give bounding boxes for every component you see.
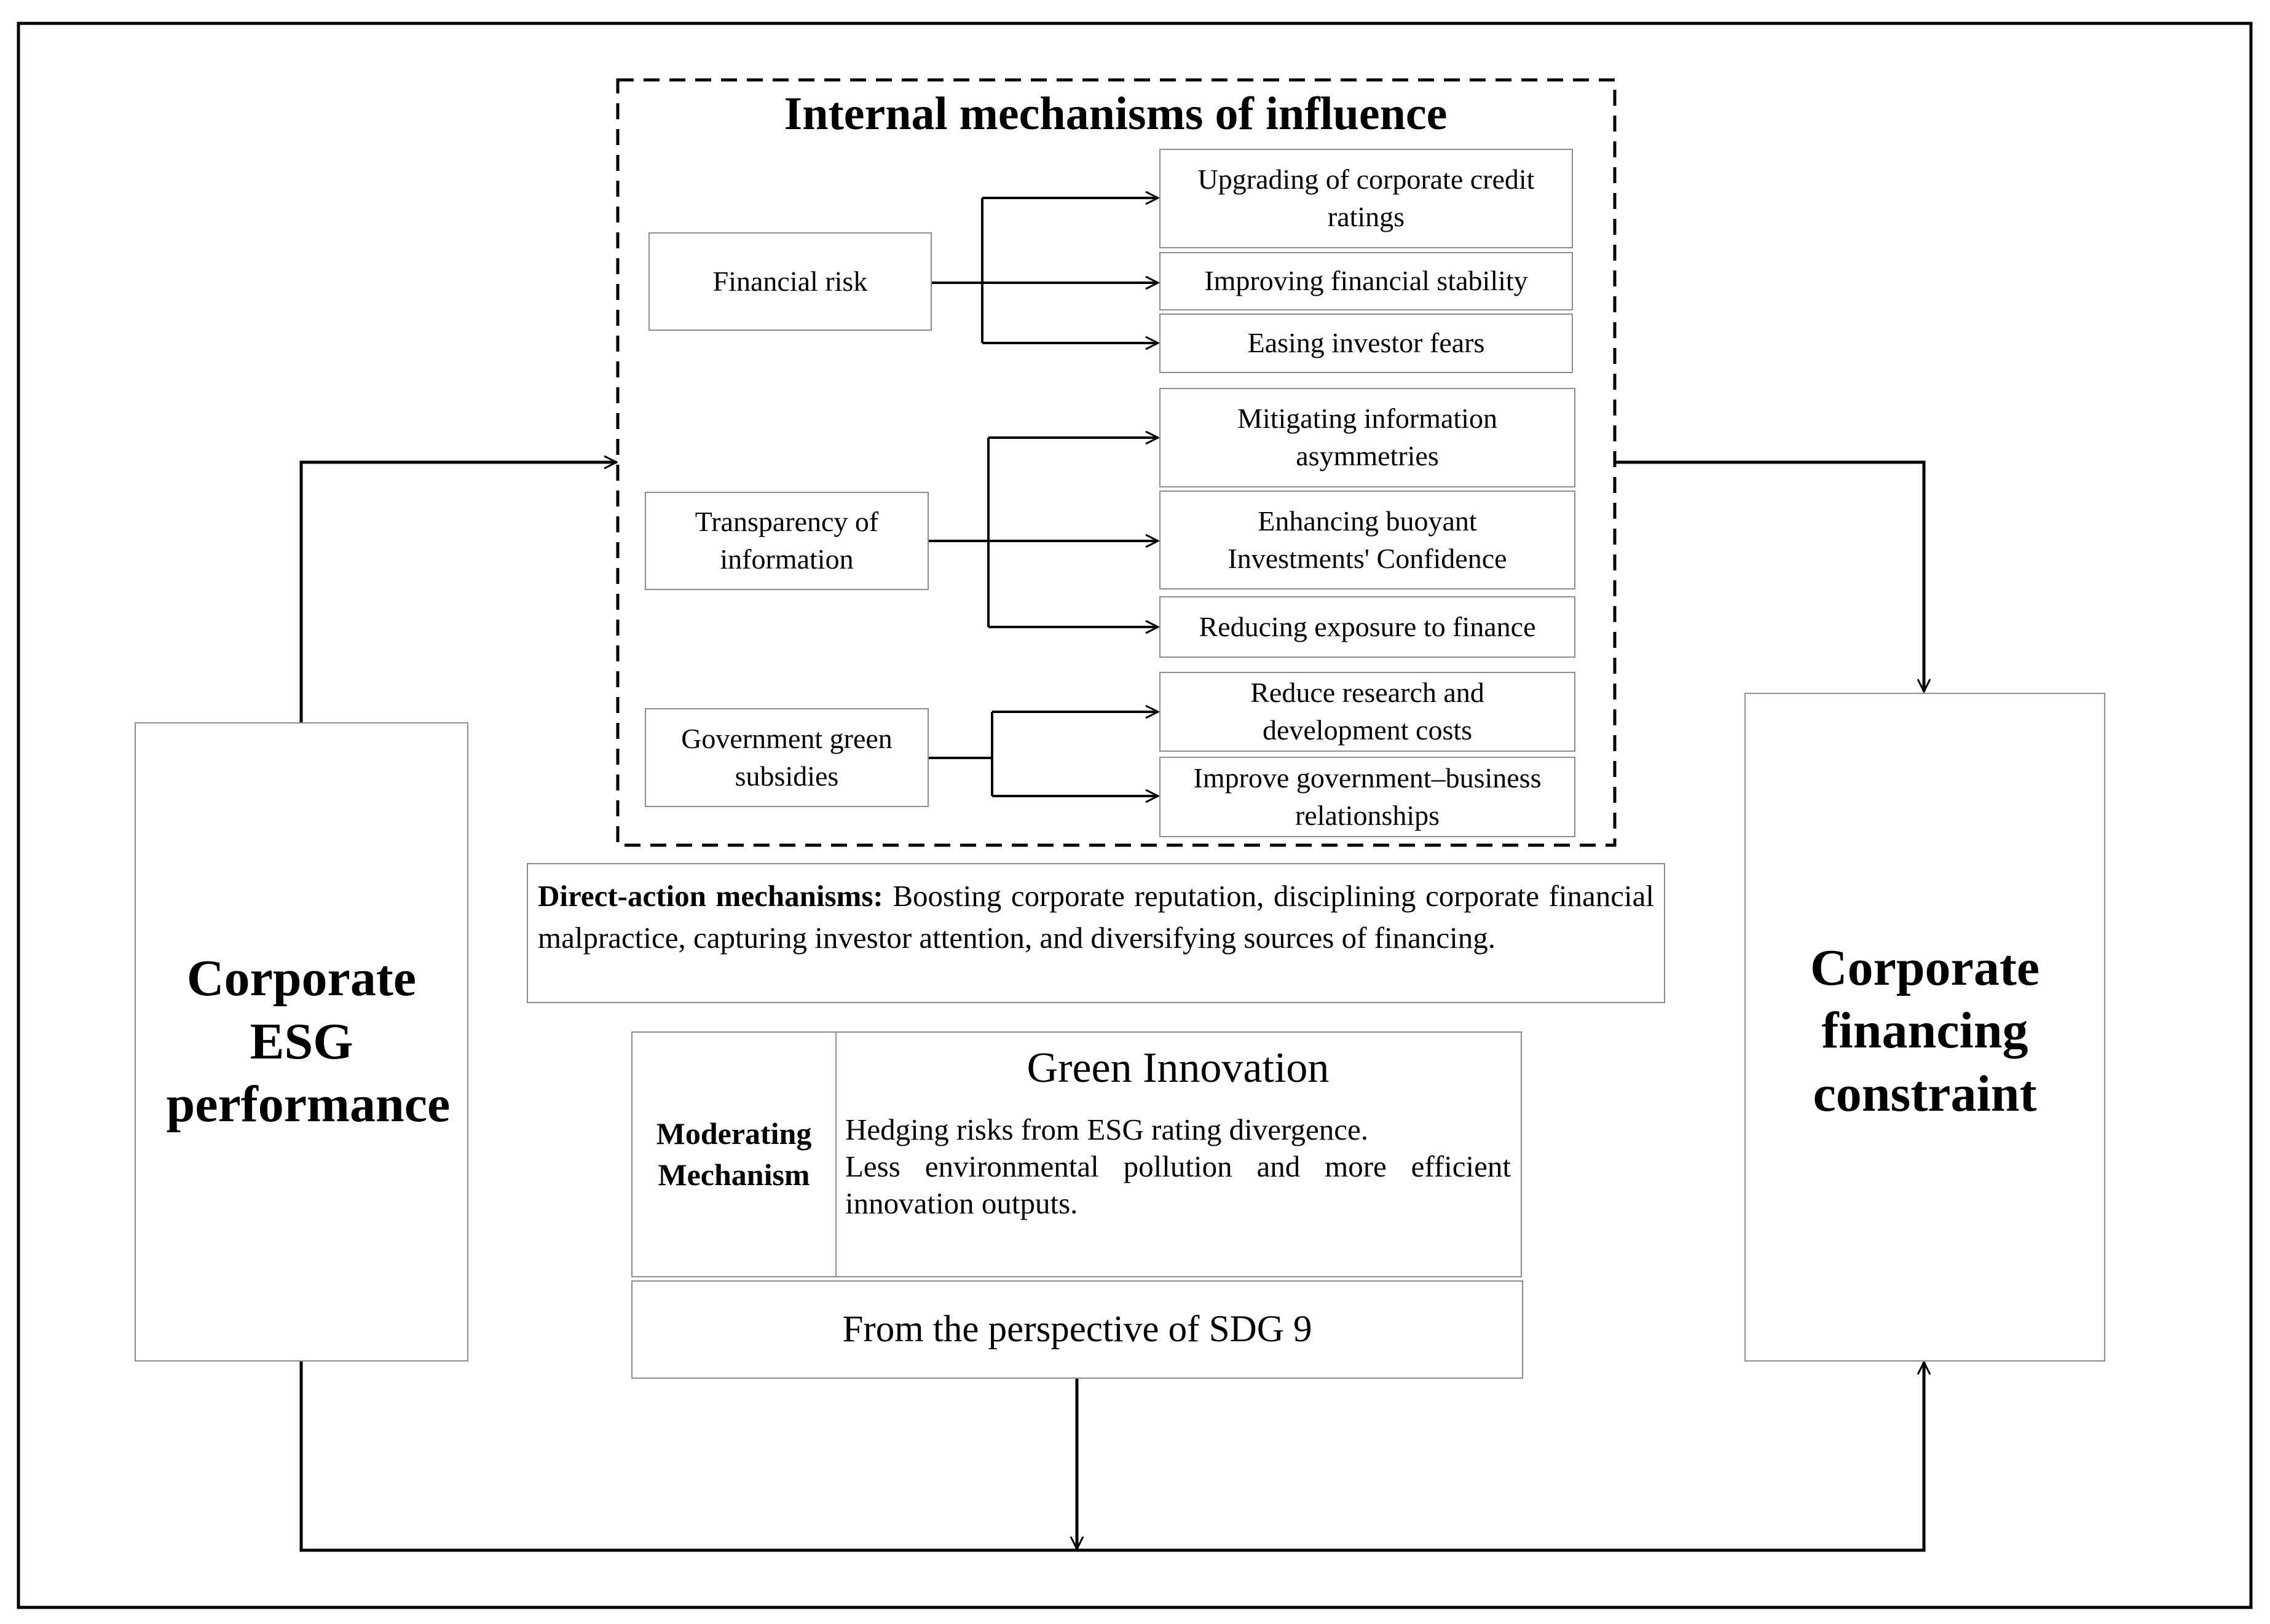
corporate-esg-performance-box: Corporate ESG performance: [135, 722, 468, 1362]
moderating-mechanism-box: Moderating Mechanism Green Innovation He…: [631, 1031, 1522, 1277]
sdg-perspective-box: From the perspective of SDG 9: [631, 1280, 1523, 1379]
outcome-credit-ratings-label: Upgrading of corporate credit ratings: [1197, 164, 1535, 232]
green-innovation-title: Green Innovation: [1027, 1044, 1330, 1092]
moderating-mechanism-label: Moderating Mechanism: [633, 1033, 837, 1276]
mechanisms-to-constraint-arrow: [1615, 460, 1924, 692]
corporate-financing-constraint-box: Corporate financing constraint: [1744, 693, 2105, 1362]
outcome-investor-fears-box: Easing investor fears: [1159, 313, 1573, 373]
financial-risk-label: Financial risk: [712, 265, 868, 297]
sdg-perspective-label: From the perspective of SDG 9: [842, 1309, 1312, 1350]
internal-mechanisms-title: Internal mechanisms of influence: [784, 88, 1448, 140]
outcome-financial-stability-box: Improving financial stability: [1159, 252, 1573, 310]
outcome-exposure-to-finance-box: Reducing exposure to finance: [1159, 596, 1575, 658]
outcome-information-asymmetries-box: Mitigating information asymmetries: [1159, 388, 1575, 487]
outcome-investment-confidence-box: Enhancing buoyant Investments' Confidenc…: [1159, 491, 1575, 589]
outer-frame: [17, 22, 2253, 1609]
subsidies-connectors: [928, 712, 1158, 796]
esg-to-mechanisms-arrow: [299, 462, 617, 722]
outcome-investor-fears-label: Easing investor fears: [1247, 327, 1485, 359]
moderating-mechanism-text: Hedging risks from ESG rating divergence…: [845, 1111, 1511, 1221]
transparency-of-information-label: Transparency of information: [695, 506, 879, 575]
outcome-exposure-to-finance-label: Reducing exposure to finance: [1199, 610, 1536, 642]
direct-action-mechanisms-box: Direct-action mechanisms: Boosting corpo…: [527, 863, 1665, 1003]
outcome-information-asymmetries-label: Mitigating information asymmetries: [1237, 403, 1497, 471]
outcome-investment-confidence-label: Enhancing buoyant Investments' Confidenc…: [1228, 505, 1507, 574]
outcome-government-business-box: Improve government–business relationship…: [1159, 757, 1575, 837]
government-green-subsidies-box: Government green subsidies: [645, 708, 929, 807]
moderating-line-2: Less environmental pollution and more ef…: [845, 1149, 1511, 1220]
moderating-line-1: Hedging risks from ESG rating divergence…: [845, 1113, 1368, 1146]
corporate-esg-performance-label: Corporate ESG performance: [166, 950, 451, 1133]
transparency-connectors: [928, 438, 1158, 627]
outcome-financial-stability-label: Improving financial stability: [1204, 265, 1528, 297]
esg-bottom-path: [299, 1360, 1924, 1552]
financial-risk-box: Financial risk: [648, 232, 932, 331]
outcome-government-business-label: Improve government–business relationship…: [1193, 762, 1542, 831]
outcome-credit-ratings-box: Upgrading of corporate credit ratings: [1159, 149, 1573, 248]
outcome-rd-costs-box: Reduce research and development costs: [1159, 672, 1575, 752]
outcome-rd-costs-label: Reduce research and development costs: [1250, 677, 1484, 746]
direct-action-text: Boosting corporate reputation, disciplin…: [538, 879, 1654, 955]
financial-risk-connectors: [931, 198, 1158, 343]
direct-action-heading: Direct-action mechanisms:: [538, 879, 883, 913]
government-green-subsidies-label: Government green subsidies: [681, 722, 893, 792]
corporate-financing-constraint-label: Corporate financing constraint: [1810, 939, 2040, 1122]
transparency-of-information-box: Transparency of information: [645, 492, 929, 590]
